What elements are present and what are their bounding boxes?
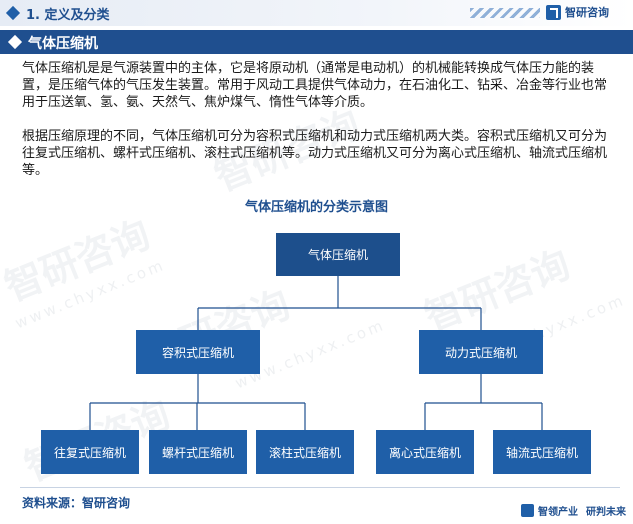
sub-title: 气体压缩机 [28,36,98,52]
top-header: 1. 定义及分类 智研咨询 [0,0,633,26]
node-roller: 滚柱式压缩机 [256,430,354,474]
brand-logo: 智研咨询 [546,4,609,20]
node-axial: 轴流式压缩机 [493,430,591,474]
footer-brand: 智领产业 研判未来 [521,503,626,518]
node-gas-compressor: 气体压缩机 [276,233,400,276]
brand-icon [546,4,561,20]
node-centrifugal: 离心式压缩机 [376,430,474,474]
classification-paragraph: 根据压缩原理的不同，气体压缩机可分为容积式压缩机和动力式压缩机两大类。容积式压缩… [22,129,608,178]
footer-slogan-1: 智领产业 [538,507,578,518]
source-note: 资料来源：智研咨询 [22,496,131,510]
footer-divider [20,487,620,488]
definition-paragraph: 气体压缩机是是气源装置中的主体，它是将原动机（通常是电动机）的机械能转换成气体压… [22,61,608,110]
diagram-title: 气体压缩机的分类示意图 [244,200,388,215]
sub-header: 气体压缩机 [0,30,633,54]
section-title: 1. 定义及分类 [26,8,110,23]
footer-slogan-2: 研判未来 [586,507,626,518]
stripes-decoration [470,8,540,18]
brand-icon [521,504,534,517]
node-reciprocating: 往复式压缩机 [41,430,139,474]
node-dynamic: 动力式压缩机 [419,330,543,374]
brand-name: 智研咨询 [565,6,609,19]
node-positive-displacement: 容积式压缩机 [136,330,260,374]
node-screw: 螺杆式压缩机 [149,430,247,474]
